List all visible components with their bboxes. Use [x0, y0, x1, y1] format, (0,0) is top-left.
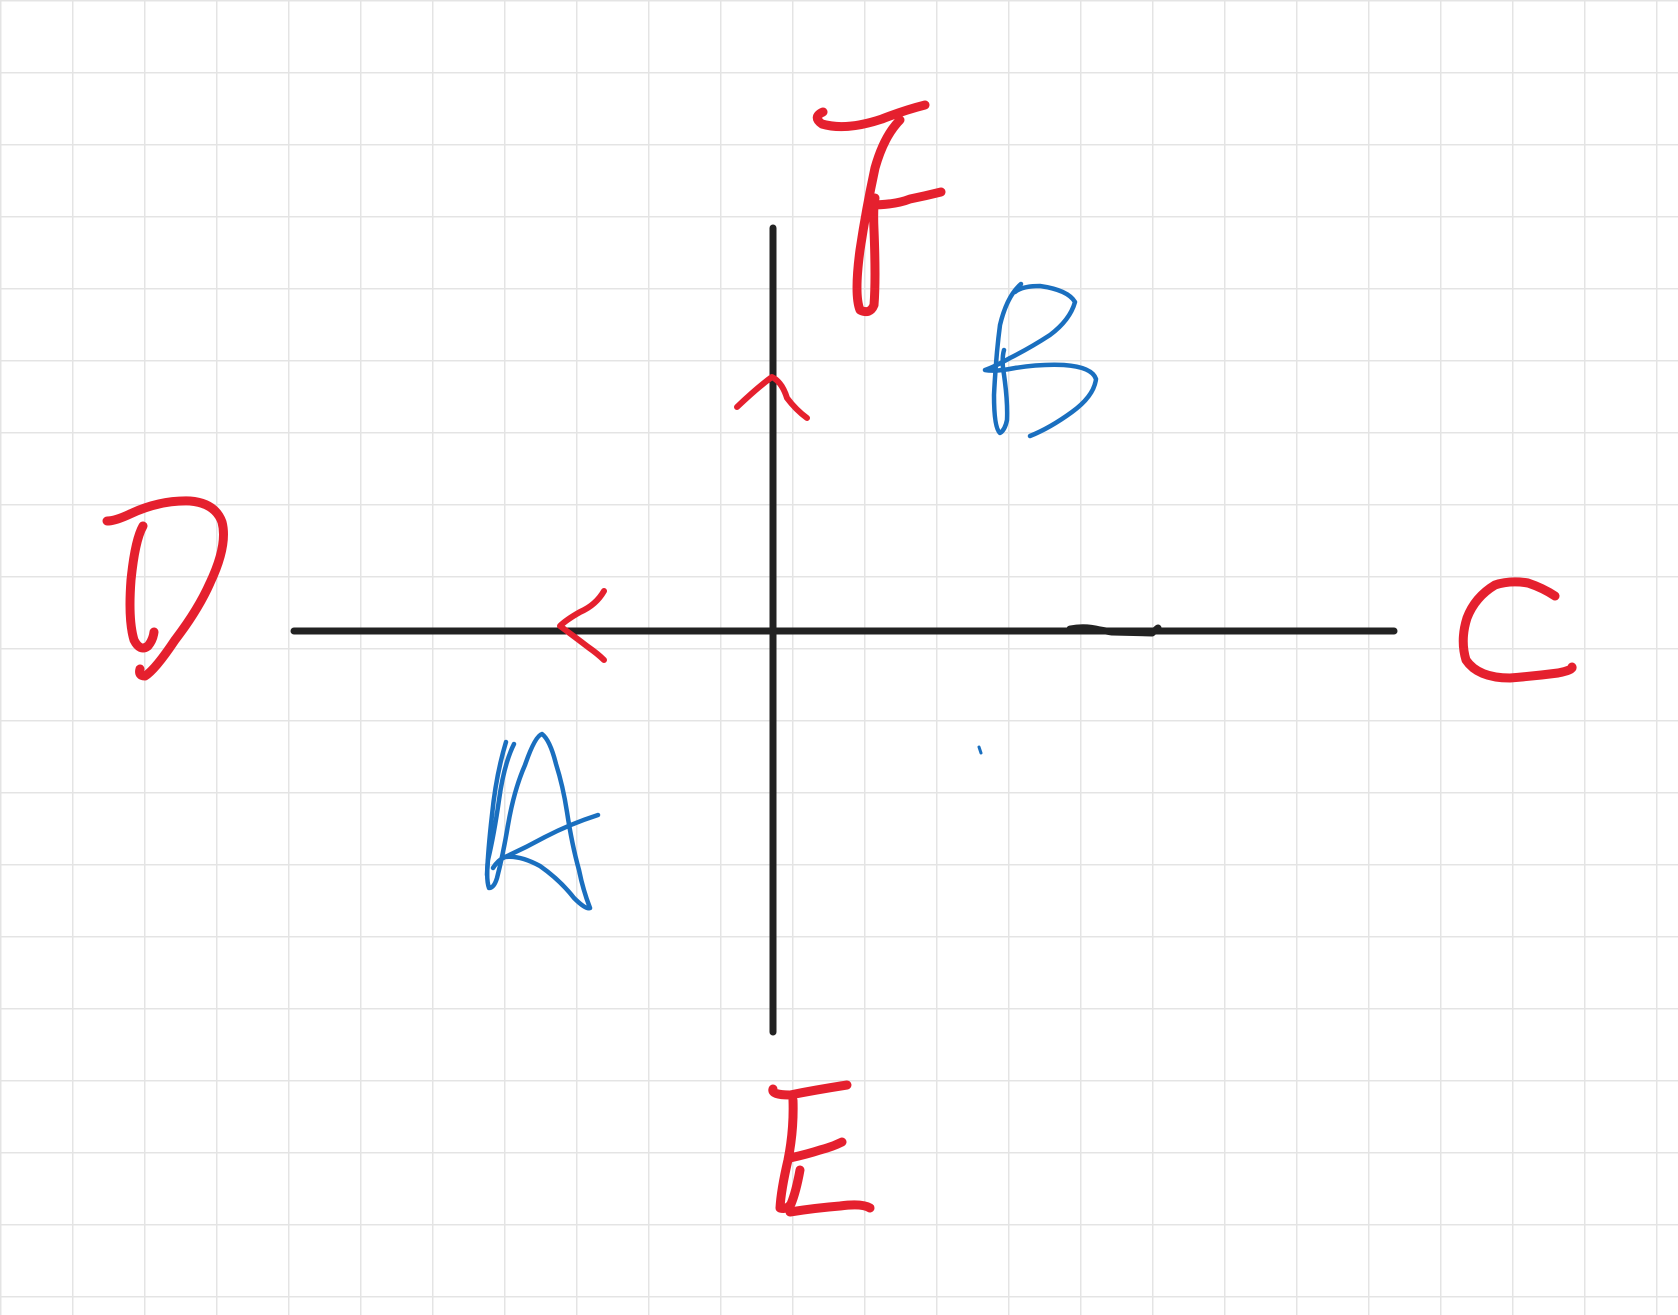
- direction-arrows: [557, 374, 810, 663]
- letter-f-stroke: [812, 100, 930, 317]
- letter-c-text: C: [1510, 629, 1511, 631]
- up-arrow-icon: [734, 374, 810, 421]
- letter-e-bottom-stroke: [785, 1200, 875, 1217]
- label-quadrant-letter-a: A: [484, 731, 601, 911]
- stray-pen-mark: [977, 745, 983, 755]
- letter-e-spine: [775, 1095, 805, 1213]
- horizontal-axis-overstroke: [1066, 624, 1162, 637]
- letter-a-text: A: [530, 818, 531, 821]
- left-arrow-icon: [557, 588, 607, 663]
- letter-d-top-stroke: [102, 496, 228, 681]
- label-left-letter: D: [102, 496, 228, 681]
- label-right-letter: C: [1458, 577, 1577, 683]
- label-bottom-letter: E: [768, 1080, 875, 1217]
- letter-d-text: D: [150, 589, 151, 591]
- letter-a-crossbar: [502, 812, 601, 860]
- letter-a-left-extra-stroke: [484, 739, 509, 878]
- letter-d-spine: [125, 521, 159, 653]
- letter-c-stroke: [1458, 577, 1577, 683]
- letter-e-middle-stroke: [785, 1137, 847, 1163]
- letter-b-text: B: [1030, 359, 1031, 361]
- letter-f-text: F: [860, 199, 861, 201]
- label-top-letter: F: [812, 100, 946, 317]
- letter-e-top-stroke: [768, 1080, 852, 1100]
- label-quadrant-letter-b: B: [982, 281, 1099, 439]
- coordinate-axes: [290, 224, 1398, 1036]
- letter-f-crossbar: [865, 187, 946, 210]
- letter-b-top-lobe: [982, 283, 1099, 439]
